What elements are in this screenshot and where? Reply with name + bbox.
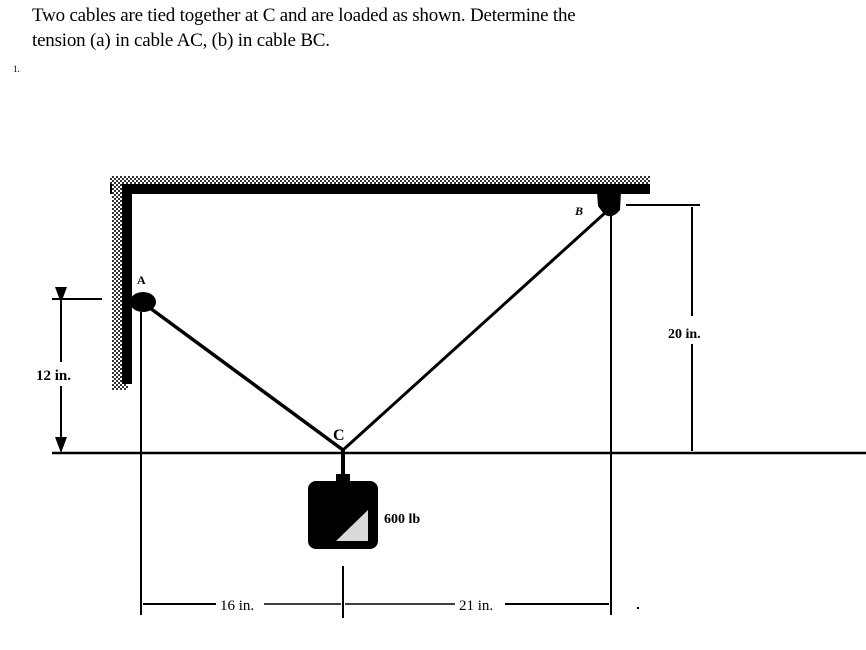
dimension-20in: 20 in. bbox=[626, 204, 701, 451]
ceiling-beam bbox=[110, 184, 650, 194]
point-a-label: A bbox=[137, 273, 146, 287]
stray-mark: 1. bbox=[13, 64, 20, 74]
anchor-a: A bbox=[130, 273, 156, 312]
dimension-horizontal: 16 in. 21 in. bbox=[143, 598, 639, 614]
load-label: 600 lb bbox=[384, 512, 420, 527]
dim-21in-label: 21 in. bbox=[459, 598, 493, 614]
problem-line-2: tension (a) in cable AC, (b) in cable BC… bbox=[32, 30, 330, 51]
problem-line-1: Two cables are tied together at C and ar… bbox=[32, 5, 576, 26]
point-c-label: C bbox=[333, 427, 345, 444]
anchor-b: B bbox=[574, 192, 621, 218]
load-block: 600 lb bbox=[308, 474, 420, 549]
cable-ac bbox=[148, 306, 345, 452]
dim-16in-label: 16 in. bbox=[220, 598, 254, 614]
dim-20in-label: 20 in. bbox=[668, 327, 701, 342]
wall-beam bbox=[122, 184, 132, 384]
problem-statement: Two cables are tied together at C and ar… bbox=[32, 3, 832, 53]
cable-bc bbox=[341, 210, 608, 452]
point-b-label: B bbox=[574, 204, 583, 218]
cables bbox=[148, 210, 608, 478]
support-structure bbox=[110, 176, 650, 390]
dimension-12in: 12 in. bbox=[36, 287, 102, 453]
dim-12in-label: 12 in. bbox=[36, 368, 71, 384]
